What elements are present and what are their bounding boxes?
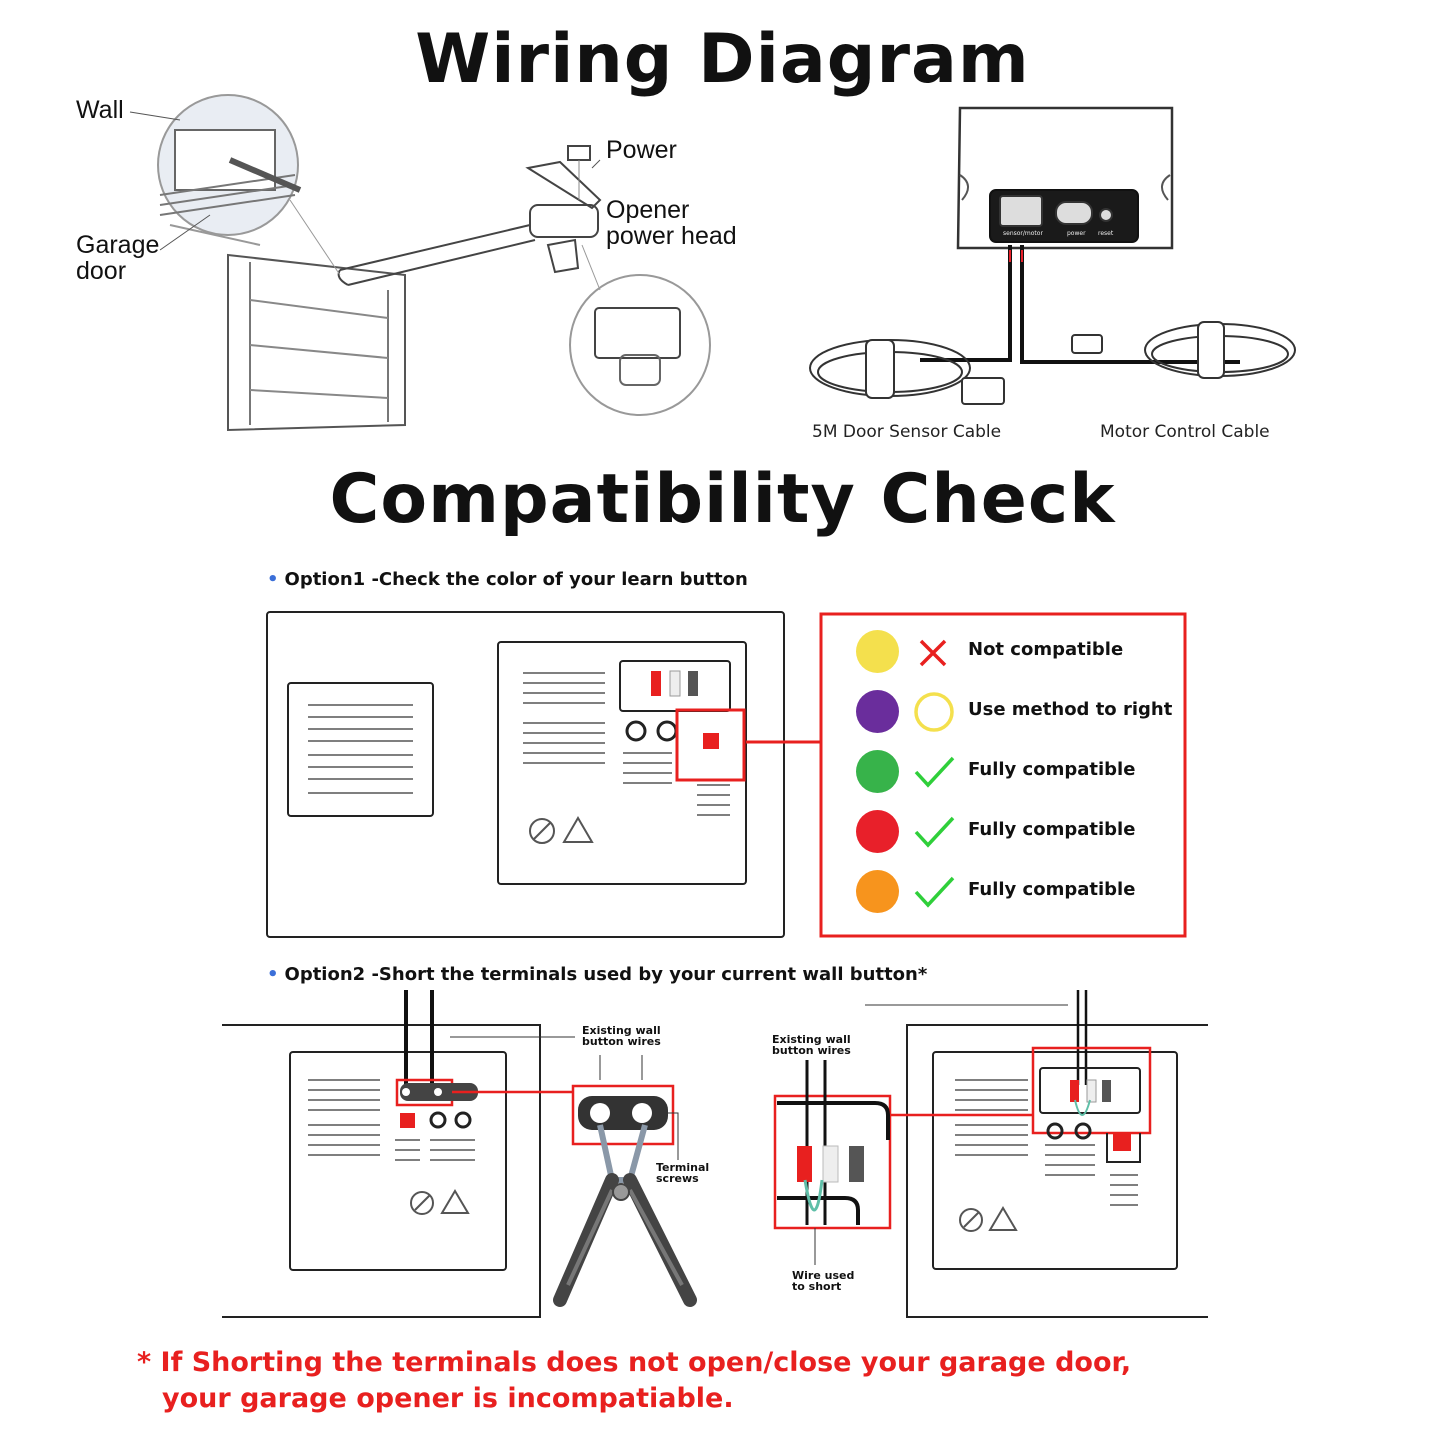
legend-color-dot <box>856 630 899 673</box>
label-existing-2a: Existing wall <box>772 1033 851 1046</box>
device-illustration <box>809 106 1296 405</box>
device-port-label: sensor/motor <box>1003 230 1043 237</box>
bullet-icon: • <box>267 569 279 590</box>
option2-heading: •Option2 -Short the terminals used by yo… <box>267 964 927 985</box>
legend-color-dot <box>856 810 899 853</box>
option1-heading: •Option1 -Check the color of your learn … <box>267 569 748 590</box>
label-existing-1b: button wires <box>582 1035 661 1048</box>
legend-box <box>819 612 1187 938</box>
legend-text: Fully compatible <box>968 759 1136 780</box>
garage-illustration <box>129 94 711 432</box>
label-terminal-screws: Terminal screws <box>656 1162 709 1184</box>
label-terminal-1: Terminal <box>656 1161 710 1174</box>
label-garage-line2: door <box>76 257 127 285</box>
legend-color-dot <box>856 690 899 733</box>
label-existing-2b: button wires <box>772 1044 851 1057</box>
compatibility-check-title: Compatibility Check <box>329 460 1116 539</box>
legend-text: Use method to right <box>968 699 1173 720</box>
legend-text: Not compatible <box>968 639 1124 660</box>
circle-icon <box>914 692 954 732</box>
legend-color-dot <box>856 750 899 793</box>
legend-text: Fully compatible <box>968 819 1136 840</box>
label-sensor-cable: 5M Door Sensor Cable <box>812 422 1002 442</box>
option2-left <box>222 990 697 1318</box>
label-existing-wires-2: Existing wall button wires <box>772 1034 851 1056</box>
label-garage-line1: Garage <box>76 231 160 259</box>
legend-text: Fully compatible <box>968 879 1136 900</box>
label-wire-short-1: Wire used <box>792 1269 855 1282</box>
footnote-line2: your garage opener is incompatiable. <box>162 1383 734 1414</box>
label-garage-door: Garage door <box>76 232 159 284</box>
device-power-label: power <box>1067 230 1086 237</box>
option2-right <box>773 990 1208 1318</box>
label-existing-wires-1: Existing wall button wires <box>582 1025 661 1047</box>
device-reset-label: reset <box>1098 230 1114 237</box>
option2-text: Option2 -Short the terminals used by you… <box>284 964 928 985</box>
label-opener-power-head: Opener power head <box>606 197 737 249</box>
option1-text: Option1 -Check the color of your learn b… <box>284 569 748 590</box>
legend-color-dot <box>856 870 899 913</box>
cross-icon <box>919 639 947 667</box>
check-icon <box>914 876 955 908</box>
label-opener-line2: power head <box>606 222 737 250</box>
label-opener-line1: Opener <box>606 196 690 224</box>
label-wire-used-to-short: Wire used to short <box>792 1270 854 1292</box>
check-icon <box>914 816 955 848</box>
option1-panel <box>266 611 822 938</box>
label-wire-short-2: to short <box>792 1280 842 1293</box>
footnote-line1: * If Shorting the terminals does not ope… <box>137 1347 1132 1378</box>
wiring-diagram-title: Wiring Diagram <box>415 20 1030 99</box>
label-wall: Wall <box>76 96 124 124</box>
check-icon <box>914 756 955 788</box>
label-terminal-2: screws <box>656 1172 699 1185</box>
label-power: Power <box>606 136 677 164</box>
bullet-icon: • <box>267 964 279 985</box>
label-existing-1a: Existing wall <box>582 1024 661 1037</box>
label-motor-cable: Motor Control Cable <box>1100 422 1270 442</box>
